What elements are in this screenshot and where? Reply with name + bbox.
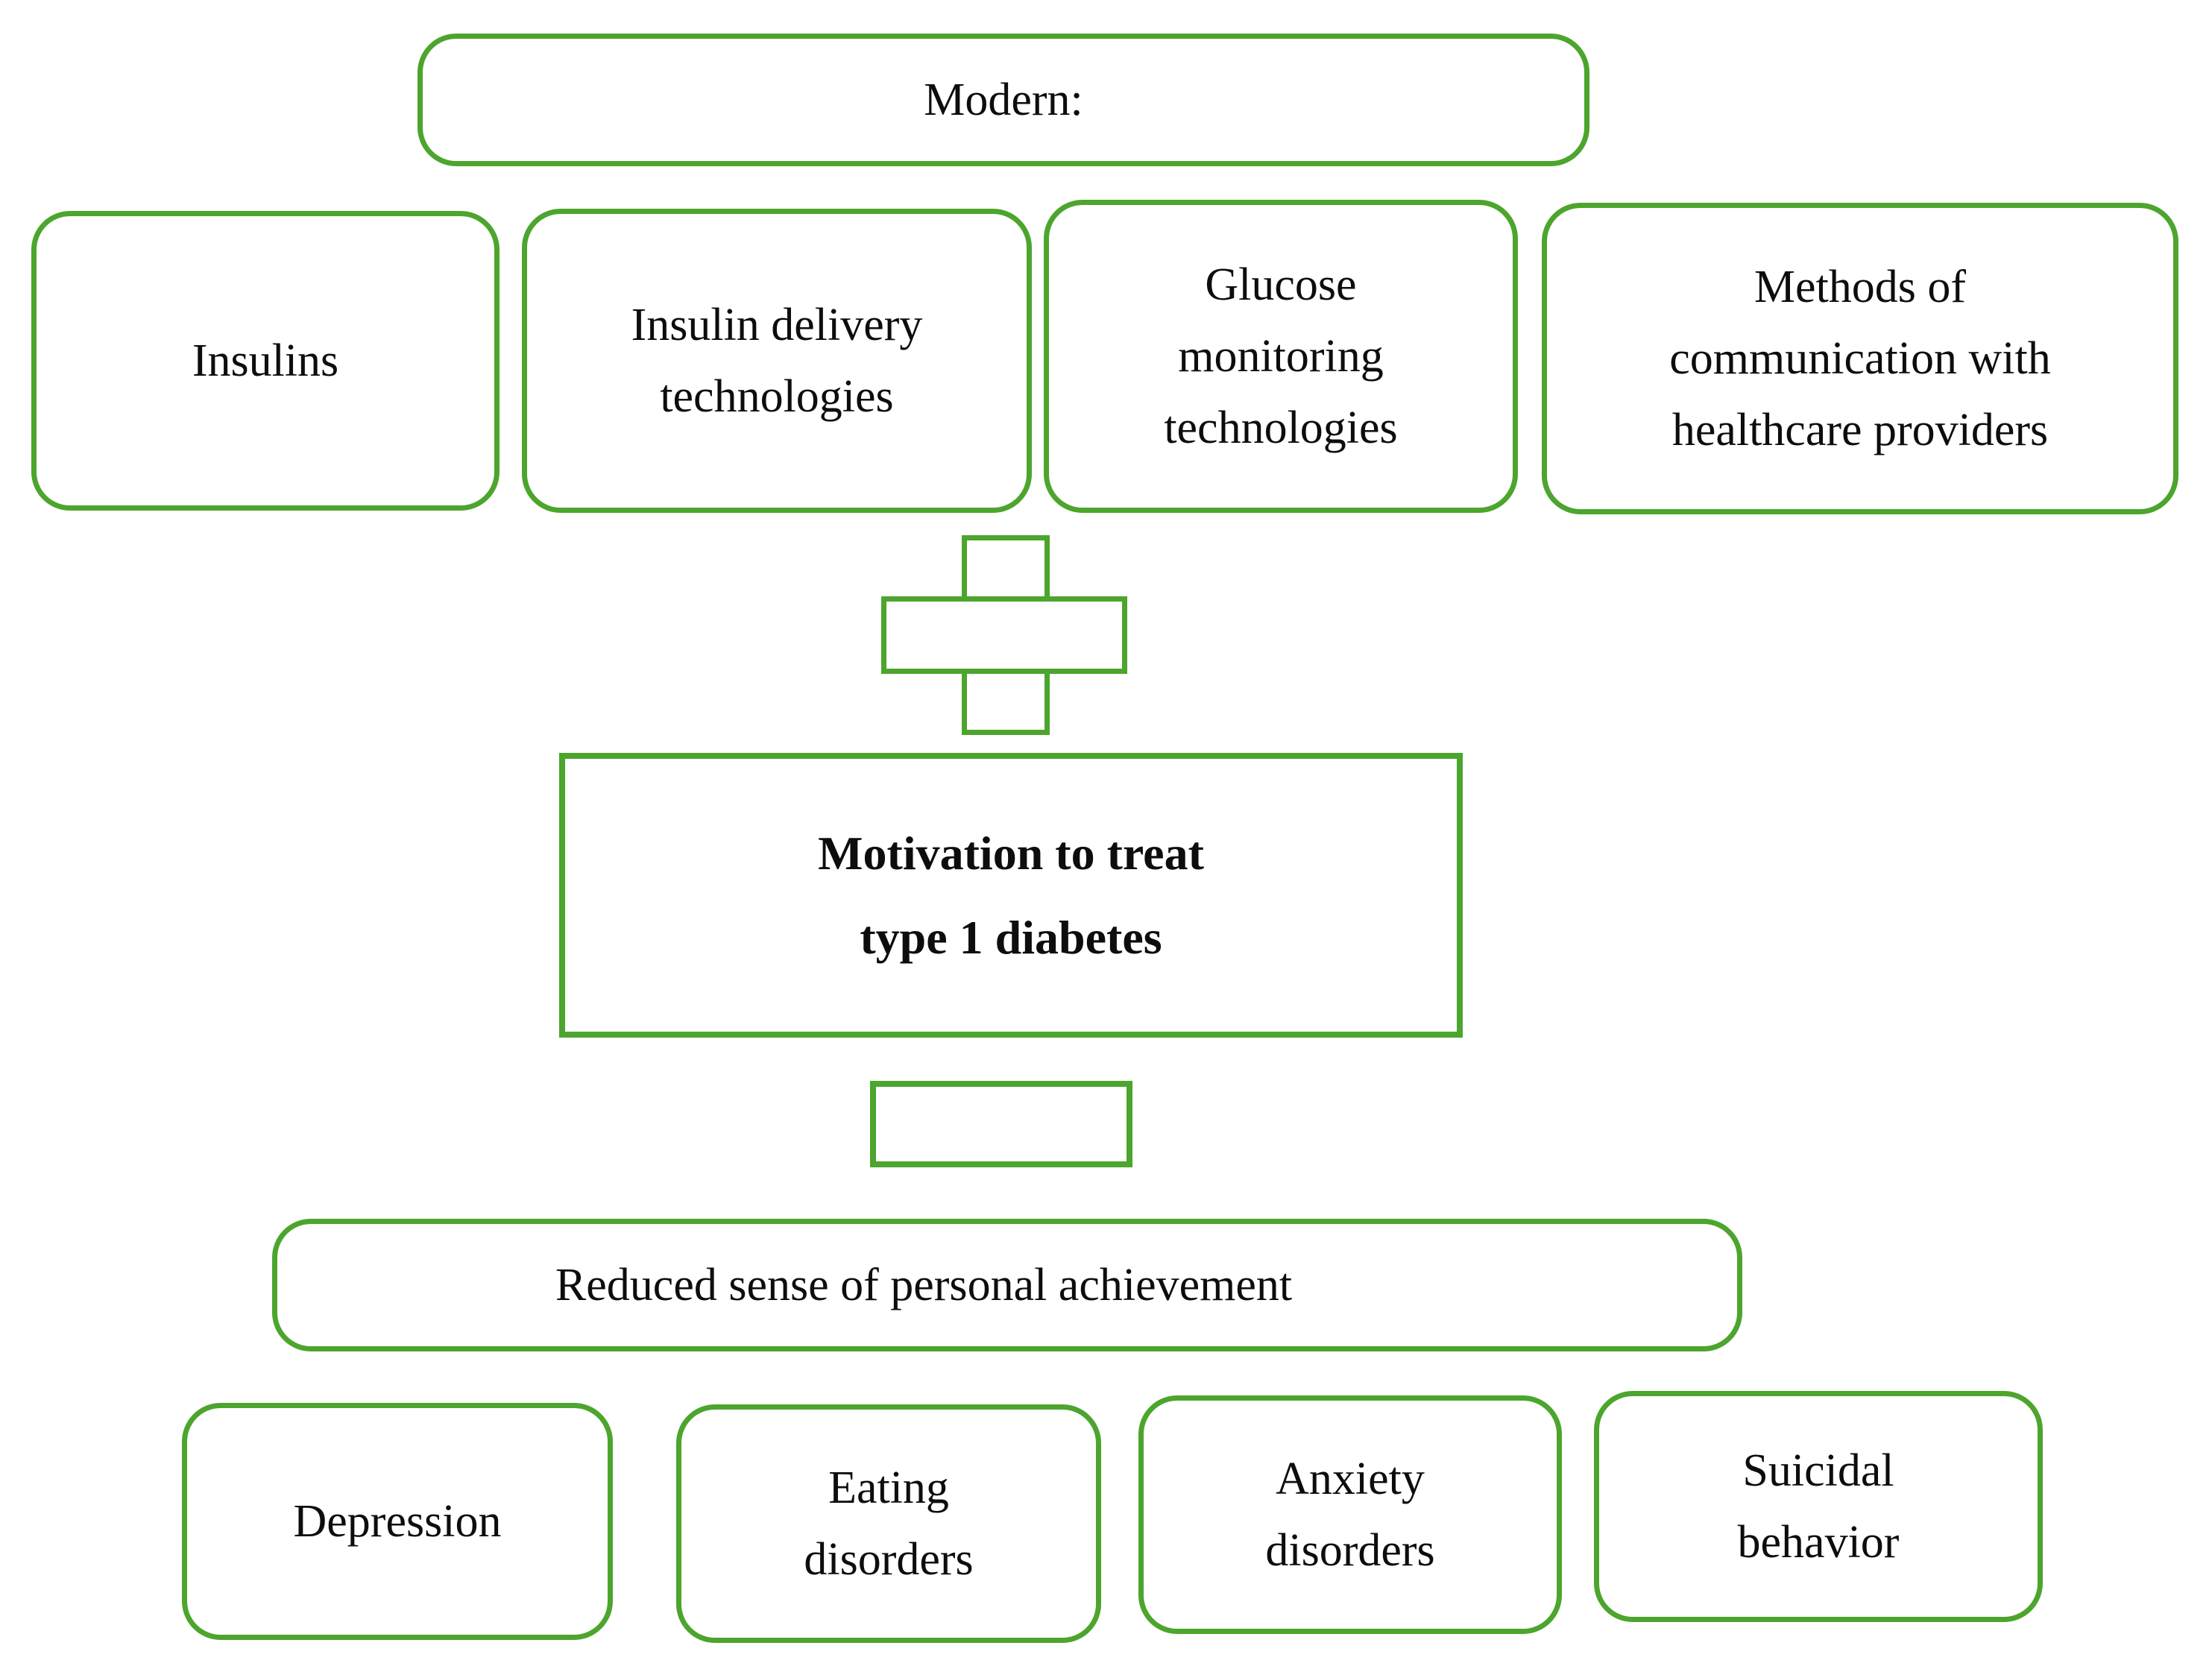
node-modern-header: Modern: <box>417 34 1589 166</box>
node-insulins-label: Insulins <box>192 335 339 386</box>
node-methods-of-communication: Methods of communication with healthcare… <box>1542 203 2178 514</box>
node-reduced-sense-label: Reduced sense of personal achievement <box>555 1259 1293 1310</box>
node-anxiety-disorders: Anxiety disorders <box>1138 1395 1562 1634</box>
node-connector-empty <box>870 1081 1132 1167</box>
node-glucose-monitoring-technologies-label: Glucose monitoring technologies <box>1164 259 1398 454</box>
node-glucose-monitoring-technologies: Glucose monitoring technologies <box>1044 200 1518 513</box>
node-insulin-delivery-technologies-label: Insulin delivery technologies <box>631 299 923 422</box>
node-depression: Depression <box>182 1403 613 1640</box>
plus-icon-center-fill <box>967 602 1044 669</box>
node-insulins: Insulins <box>31 211 500 511</box>
node-motivation-text: Motivation to treat type 1 diabetes <box>565 778 1457 1013</box>
plus-icon <box>881 535 1127 735</box>
node-anxiety-disorders-label: Anxiety disorders <box>1265 1453 1435 1576</box>
node-reduced-sense-of-personal-achievement: Reduced sense of personal achievement <box>272 1219 1742 1351</box>
node-suicidal-behavior-label: Suicidal behavior <box>1737 1445 1900 1568</box>
node-suicidal-behavior: Suicidal behavior <box>1594 1391 2043 1622</box>
node-motivation-line-1: Motivation to treat <box>818 826 1204 880</box>
node-depression-label: Depression <box>293 1495 502 1547</box>
node-modern-header-label: Modern: <box>924 74 1083 125</box>
node-eating-disorders: Eating disorders <box>676 1404 1101 1643</box>
node-insulin-delivery-technologies: Insulin delivery technologies <box>522 209 1032 513</box>
node-eating-disorders-label: Eating disorders <box>804 1462 974 1585</box>
node-motivation-line-2: type 1 diabetes <box>860 911 1162 964</box>
node-methods-of-communication-label: Methods of communication with healthcare… <box>1669 261 2051 456</box>
node-motivation-to-treat-type-1-diabetes: Motivation to treat type 1 diabetes <box>559 753 1463 1038</box>
